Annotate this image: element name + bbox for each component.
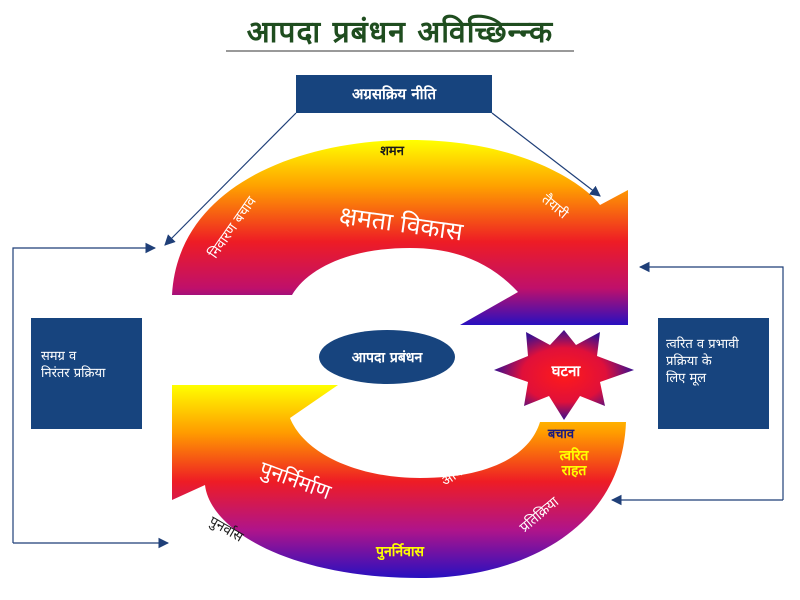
page-title: आपदा प्रबंधन अविच्छिन्न्क	[246, 15, 554, 50]
holistic-process-line2: निरंतर प्रक्रिया	[41, 366, 106, 381]
lower-cycle-arrow	[172, 385, 626, 578]
label-twarit: त्वरित	[559, 447, 590, 464]
rapid-response-line1: त्वरित व प्रभावी	[666, 337, 739, 352]
label-shaman: शमन	[380, 144, 405, 159]
connector-top-right	[491, 112, 601, 197]
holistic-process-box: समग्र व निरंतर प्रक्रिया	[31, 318, 142, 429]
rapid-response-line3: लिए मूल	[666, 371, 707, 386]
center-ellipse	[319, 330, 455, 384]
label-event: घटना	[551, 362, 582, 380]
upper-cycle-arrow	[172, 140, 628, 325]
label-bachav: बचाव	[547, 427, 575, 442]
holistic-process-line1: समग्र व	[41, 349, 77, 364]
proactive-policy-box: अग्रसक्रिय नीति	[296, 75, 492, 113]
label-center: आपदा प्रबंधन	[352, 350, 424, 366]
event-starburst	[494, 330, 634, 420]
connector-left-up	[12, 242, 157, 543]
connector-top-left	[164, 112, 297, 246]
label-punarnivas: पुनर्निवास	[375, 543, 425, 561]
proactive-policy-label: अग्रसक्रिय नीति	[351, 85, 437, 103]
rapid-response-line2: प्रक्रिया के	[666, 354, 712, 369]
title-underline	[226, 50, 574, 52]
label-rahat: राहत	[561, 463, 588, 479]
rapid-response-box: त्वरित व प्रभावी प्रक्रिया के लिए मूल	[658, 318, 769, 429]
connector-right-up	[638, 261, 784, 500]
